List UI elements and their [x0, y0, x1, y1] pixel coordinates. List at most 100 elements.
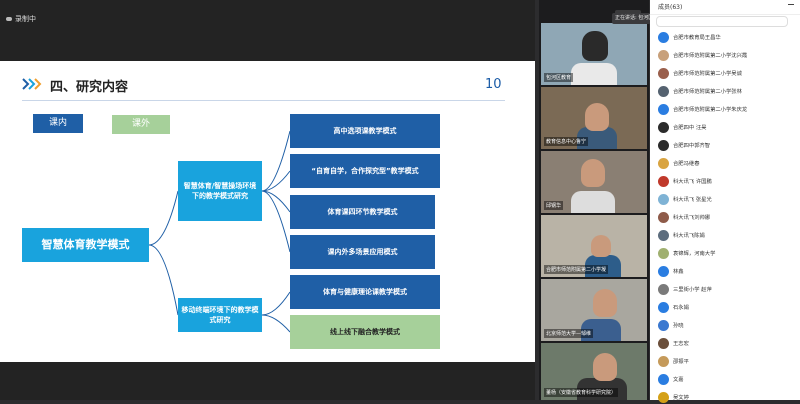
- member-name: 王志宏: [673, 341, 689, 347]
- members-panel: 成员(63) 合肥市教育局王昌华合肥市师范附属第二小学沈兴霞合肥市师范附属第二小…: [650, 0, 800, 403]
- video-tile-label: 董杨（安徽省教育科学研究院）: [544, 388, 619, 397]
- leaf-node: “自育自学，合作探究型”教学模式: [290, 154, 440, 188]
- video-tile[interactable]: 北京师范大学—邹维: [541, 279, 647, 341]
- member-row[interactable]: 合肥冯继春: [658, 156, 700, 170]
- avatar: [658, 337, 669, 349]
- member-row[interactable]: 合肥市师范附属第二小学沈兴霞: [658, 48, 747, 62]
- video-tile-label: 邱钢华: [544, 201, 564, 210]
- member-row[interactable]: 袁锦辉，河南大学: [658, 246, 715, 260]
- member-name: 林鑫: [673, 269, 684, 275]
- avatar: [658, 283, 669, 295]
- recording-indicator: 录制中: [6, 14, 36, 24]
- member-row[interactable]: 合肥市师范附属第二小学朱庆龙: [658, 102, 747, 116]
- member-row[interactable]: 合肥四中 汪昊: [658, 120, 706, 134]
- member-row[interactable]: 邵振平: [658, 354, 689, 368]
- video-tile-label: 北京师范大学—邹维: [544, 329, 594, 338]
- member-row[interactable]: 石永娟: [658, 300, 689, 314]
- member-name: 合肥市师范附属第二小学吴诚: [673, 71, 742, 77]
- member-name: 袁锦辉，河南大学: [673, 251, 716, 257]
- branch-node-mobile: 移动终端环境下的教学模式研究: [178, 298, 262, 332]
- avatar: [658, 157, 669, 169]
- title-divider: [22, 100, 505, 101]
- leaf-node: 线上线下融合教学模式: [290, 315, 440, 349]
- shared-screen-area: 录制中 四、研究内容 10 课内 课外 智慧体育教学模式 智慧体育/: [0, 0, 535, 400]
- avatar: [658, 265, 669, 277]
- member-name: 科大讯飞 许国鹏: [673, 179, 712, 185]
- member-row[interactable]: 三里街小学 赵萍: [658, 282, 712, 296]
- avatar: [658, 301, 669, 313]
- recording-status: 录制中: [15, 15, 36, 23]
- leaf-node: 课内外多场景应用模式: [290, 235, 435, 269]
- avatar: [658, 49, 669, 61]
- root-node: 智慧体育教学模式: [22, 228, 149, 262]
- tag-in-class: 课内: [33, 114, 83, 133]
- member-name: 石永娟: [673, 305, 689, 311]
- member-name: 合肥市教育局王昌华: [673, 35, 721, 41]
- member-row[interactable]: 科大讯飞 许国鹏: [658, 174, 712, 188]
- avatar: [658, 355, 669, 367]
- video-strip: 包河区教育 教育信息中心鲁宁 邱钢华 合肥市师范附属第二小学凝 北京师范大学—邹…: [539, 0, 649, 400]
- video-tile-label: 教育信息中心鲁宁: [544, 137, 589, 146]
- minimize-icon[interactable]: [788, 4, 794, 5]
- member-row[interactable]: 王志宏: [658, 336, 689, 350]
- member-row[interactable]: 合肥四中郭齐智: [658, 138, 710, 152]
- presentation-slide: 四、研究内容 10 课内 课外 智慧体育教学模式 智慧体育/智慧操场环境下的教学…: [0, 61, 535, 362]
- leaf-node: 高中选项课教学模式: [290, 114, 440, 148]
- member-row[interactable]: 文嘉: [658, 372, 684, 386]
- members-title: 成员(63): [658, 4, 683, 11]
- avatar: [658, 247, 669, 259]
- member-row[interactable]: 合肥市师范附属第二小学张林: [658, 84, 742, 98]
- member-row[interactable]: 科大讯飞 张星光: [658, 192, 712, 206]
- avatar: [658, 121, 669, 133]
- member-row[interactable]: 孙晓: [658, 318, 684, 332]
- member-name: 文嘉: [673, 377, 684, 383]
- avatar: [658, 373, 669, 385]
- avatar: [658, 229, 669, 241]
- member-name: 吴文婷: [673, 395, 689, 401]
- video-tile[interactable]: 合肥市师范附属第二小学凝: [541, 215, 647, 277]
- member-name: 合肥四中郭齐智: [673, 143, 711, 149]
- video-tile[interactable]: 包河区教育: [541, 23, 647, 85]
- branch-node-smart-pe: 智慧体育/智慧操场环境下的教学模式研究: [178, 161, 262, 221]
- avatar: [658, 319, 669, 331]
- avatar: [658, 175, 669, 187]
- avatar: [658, 211, 669, 223]
- video-tile[interactable]: 董杨（安徽省教育科学研究院）: [541, 343, 647, 400]
- members-header: 成员(63): [650, 0, 800, 15]
- video-tile-label: 包河区教育: [544, 73, 574, 82]
- mindmap-connectors: [148, 130, 291, 333]
- chevron-arrows-icon: [22, 78, 42, 90]
- video-tile[interactable]: 教育信息中心鲁宁: [541, 87, 647, 149]
- leaf-node: 体育课四环节教学模式: [290, 195, 435, 229]
- member-search-input[interactable]: [656, 16, 788, 27]
- member-row[interactable]: 吴文婷: [658, 390, 689, 404]
- avatar: [658, 391, 669, 403]
- avatar: [658, 139, 669, 151]
- member-name: 三里街小学 赵萍: [673, 287, 712, 293]
- slide-title: 四、研究内容: [50, 80, 129, 95]
- member-name: 孙晓: [673, 323, 684, 329]
- avatar: [658, 31, 669, 43]
- member-row[interactable]: 林鑫: [658, 264, 684, 278]
- member-name: 合肥市师范附属第二小学朱庆龙: [673, 107, 748, 113]
- leaf-node: 体育与健康理论课教学模式: [290, 275, 440, 309]
- member-row[interactable]: 合肥市师范附属第二小学吴诚: [658, 66, 742, 80]
- member-name: 科大讯飞 张星光: [673, 197, 712, 203]
- avatar: [658, 193, 669, 205]
- avatar: [658, 85, 669, 97]
- member-row[interactable]: 科大讯飞刘帅娜: [658, 210, 710, 224]
- member-row[interactable]: 科大讯飞陈娟: [658, 228, 705, 242]
- member-name: 合肥冯继春: [673, 161, 700, 167]
- member-name: 邵振平: [673, 359, 689, 365]
- video-tile[interactable]: 邱钢华: [541, 151, 647, 213]
- member-row[interactable]: 合肥市教育局王昌华: [658, 30, 721, 44]
- tag-out-class: 课外: [112, 115, 170, 134]
- member-name: 合肥四中 汪昊: [673, 125, 707, 131]
- video-tile-label: 合肥市师范附属第二小学凝: [544, 265, 609, 274]
- member-name: 合肥市师范附属第二小学张林: [673, 89, 742, 95]
- member-name: 合肥市师范附属第二小学沈兴霞: [673, 53, 748, 59]
- avatar: [658, 67, 669, 79]
- cloud-record-icon: [6, 17, 12, 21]
- avatar: [658, 103, 669, 115]
- member-name: 科大讯飞陈娟: [673, 233, 705, 239]
